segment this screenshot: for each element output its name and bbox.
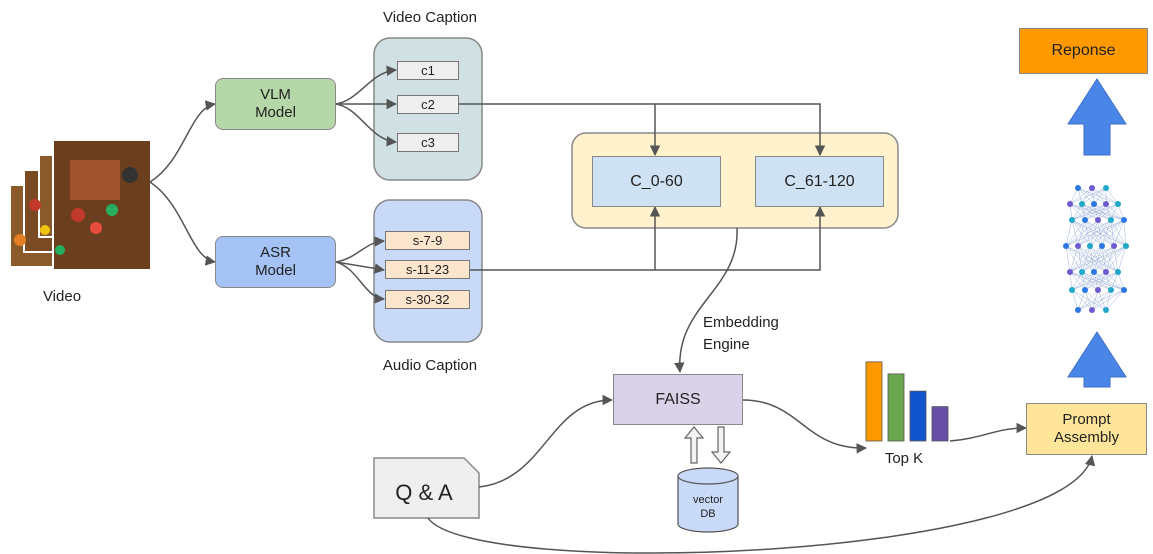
vector-db-line2: DB (700, 508, 715, 520)
prompt-line2: Assembly (1053, 429, 1120, 446)
caption-item: c3 (397, 133, 459, 152)
qa-document (373, 457, 480, 519)
neural-network-icon (1063, 185, 1129, 313)
topk-label: Top K (885, 450, 923, 467)
topk-bar (931, 406, 949, 442)
audio-caption-title: Audio Caption (383, 357, 477, 374)
vector-db-line1: vector (693, 494, 723, 506)
up-arrow-icon (1067, 78, 1127, 156)
prompt-assembly-box: Prompt Assembly (1026, 403, 1147, 455)
up-arrow-icon (1067, 331, 1127, 388)
topk-bars (865, 361, 949, 442)
caption-item: c1 (397, 61, 459, 80)
audio-caption-item: s-11-23 (385, 260, 470, 279)
asr-model-box: ASR Model (215, 236, 336, 288)
db-up-arrow (683, 426, 705, 464)
qa-label: Q & A (395, 480, 453, 505)
chunk-box-a: C_0-60 (592, 156, 721, 207)
vlm-line1: VLM (260, 86, 291, 103)
response-box: Reponse (1019, 28, 1148, 74)
caption-item: c2 (397, 95, 459, 114)
video-frames (9, 139, 152, 271)
video-label: Video (43, 288, 81, 305)
embedding-line1: Embedding (703, 314, 779, 331)
db-down-arrow (710, 426, 732, 464)
audio-caption-item: s-30-32 (385, 290, 470, 309)
topk-bar (865, 361, 883, 442)
topk-bar (887, 373, 905, 442)
prompt-line1: Prompt (1062, 411, 1111, 428)
vlm-line2: Model (255, 104, 296, 121)
asr-line2: Model (255, 262, 296, 279)
audio-caption-item: s-7-9 (385, 231, 470, 250)
topk-bar (909, 390, 927, 442)
chunk-box-b: C_61-120 (755, 156, 884, 207)
asr-line1: ASR (260, 244, 291, 261)
vlm-model-box: VLM Model (215, 78, 336, 130)
vector-db-cylinder (677, 467, 739, 533)
faiss-box: FAISS (613, 374, 743, 425)
video-caption-title: Video Caption (383, 9, 477, 26)
embedding-line2: Engine (703, 336, 750, 353)
